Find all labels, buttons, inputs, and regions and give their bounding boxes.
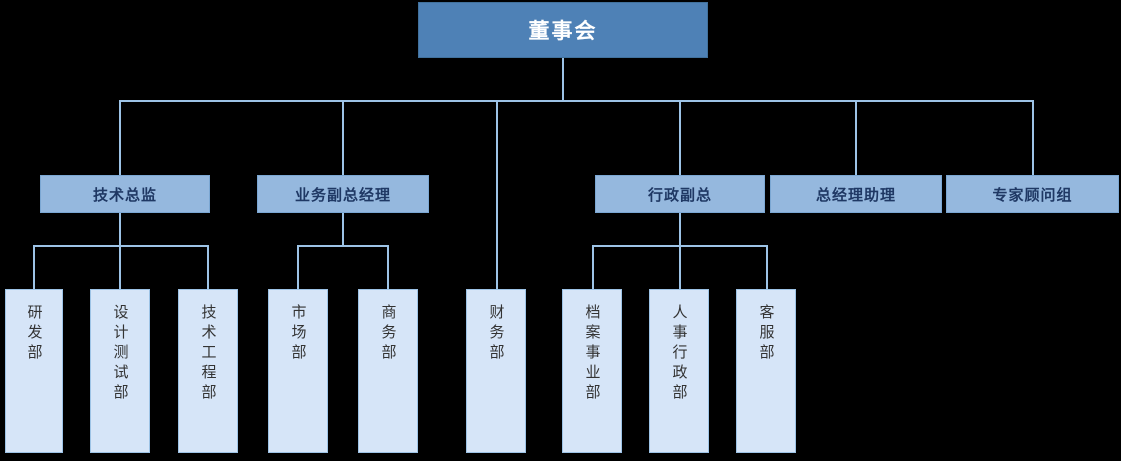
org-node-hr-admin-dept-label: 人事行政部	[670, 304, 688, 404]
org-node-tech-director[interactable]: 技术总监	[40, 175, 210, 213]
org-node-hr-admin-dept[interactable]: 人事行政部	[649, 289, 709, 453]
org-node-admin-vp-label: 行政副总	[647, 186, 712, 204]
org-node-business-vp[interactable]: 业务副总经理	[257, 175, 429, 213]
connector-admin-vp-stem	[679, 213, 681, 247]
connector-business-vp-bus	[297, 245, 389, 247]
org-node-tech-eng-dept[interactable]: 技术工程部	[178, 289, 238, 453]
org-node-tech-eng-dept-label: 技术工程部	[199, 304, 217, 404]
org-node-admin-vp[interactable]: 行政副总	[595, 175, 765, 213]
org-node-finance-dept-label: 财务部	[487, 304, 505, 364]
org-node-design-test-dept[interactable]: 设计测试部	[90, 289, 150, 453]
org-node-design-test-dept-label: 设计测试部	[111, 304, 129, 404]
org-node-customer-service-dept-label: 客服部	[757, 304, 775, 364]
connector-drop-business-vp	[342, 100, 344, 175]
connector-drop-archive-dept	[592, 245, 594, 290]
connector-drop-admin-vp	[679, 100, 681, 175]
org-node-gm-assistant-label: 总经理助理	[815, 186, 896, 204]
org-node-archive-dept[interactable]: 档案事业部	[562, 289, 622, 453]
connector-tech-director-bus	[33, 245, 209, 247]
org-node-rd-dept[interactable]: 研发部	[5, 289, 63, 453]
org-node-customer-service-dept[interactable]: 客服部	[736, 289, 796, 453]
org-node-archive-dept-label: 档案事业部	[583, 304, 601, 404]
org-node-rd-dept-label: 研发部	[25, 304, 43, 364]
org-node-root-label: 董事会	[528, 20, 598, 43]
connector-level1-bus	[119, 100, 1034, 102]
org-node-expert-group-label: 专家顾问组	[992, 186, 1073, 204]
org-node-tech-director-label: 技术总监	[92, 186, 157, 204]
connector-drop-customer-service-dept	[766, 245, 768, 290]
connector-drop-marketing-dept	[297, 245, 299, 290]
connector-business-vp-stem	[342, 213, 344, 247]
org-node-marketing-dept-label: 市场部	[289, 304, 307, 364]
org-node-expert-group[interactable]: 专家顾问组	[946, 175, 1119, 213]
org-node-finance-dept[interactable]: 财务部	[466, 289, 526, 453]
connector-root-trunk	[562, 58, 564, 101]
org-node-marketing-dept[interactable]: 市场部	[268, 289, 328, 453]
org-node-gm-assistant[interactable]: 总经理助理	[770, 175, 942, 213]
connector-drop-tech-eng-dept	[207, 245, 209, 290]
connector-tech-director-stem	[119, 213, 121, 247]
org-node-business-vp-label: 业务副总经理	[294, 186, 391, 204]
org-node-root[interactable]: 董事会	[418, 2, 708, 58]
connector-drop-design-test-dept	[119, 245, 121, 290]
connector-drop-gm-assistant	[855, 100, 857, 175]
connector-drop-commerce-dept	[387, 245, 389, 290]
connector-drop-finance-dept	[496, 100, 498, 290]
org-node-commerce-dept-label: 商务部	[379, 304, 397, 364]
connector-drop-expert-group	[1032, 100, 1034, 175]
connector-drop-rd-dept	[33, 245, 35, 290]
org-node-commerce-dept[interactable]: 商务部	[358, 289, 418, 453]
connector-drop-hr-admin-dept	[679, 245, 681, 290]
connector-drop-tech-director	[119, 100, 121, 175]
